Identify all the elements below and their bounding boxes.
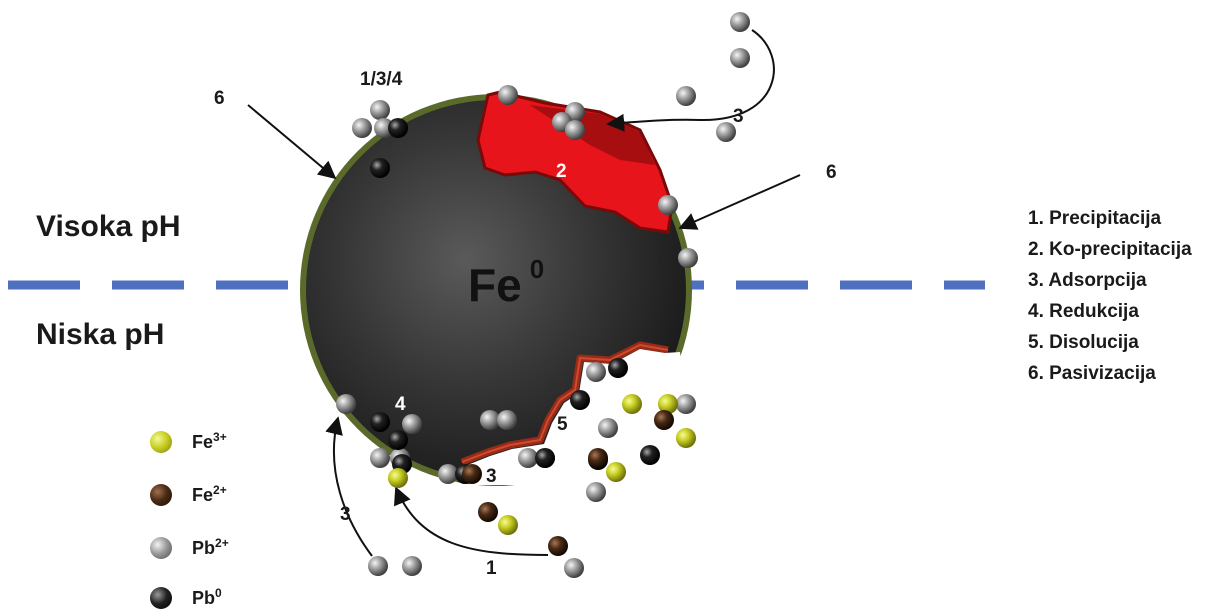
pb2-particle bbox=[658, 195, 678, 215]
process-item: 3. Adsorpcija bbox=[1028, 270, 1147, 291]
pb2-particle bbox=[564, 558, 584, 578]
label-6-top-left: 6 bbox=[214, 88, 225, 109]
pb2-particle bbox=[438, 464, 458, 484]
pb2-particle bbox=[480, 410, 500, 430]
pb2-particle bbox=[598, 418, 618, 438]
pb2-ion-icon bbox=[150, 536, 172, 559]
legend-label-fe2: Fe2+ bbox=[192, 483, 227, 505]
pb0-particle bbox=[388, 430, 408, 450]
fe3-particle bbox=[606, 462, 626, 482]
pb2-particle bbox=[586, 482, 606, 502]
process-item: 1. Precipitacija bbox=[1028, 208, 1162, 229]
label-1-bottom: 1 bbox=[486, 558, 497, 579]
label-3-bottom-a: 3 bbox=[486, 466, 497, 487]
dissolution-trail-inner bbox=[461, 344, 669, 463]
zone-label-low-ph: Niska pH bbox=[36, 318, 165, 351]
pb0-atom-icon bbox=[150, 586, 172, 609]
process-item: 2. Ko-precipitacija bbox=[1028, 239, 1192, 260]
pb2-particle bbox=[497, 410, 517, 430]
label-6-right: 6 bbox=[826, 162, 837, 183]
label-3-bottom-b: 3 bbox=[340, 504, 351, 525]
label-1-3-4: 1/3/4 bbox=[360, 69, 403, 90]
pb0-particle bbox=[570, 390, 590, 410]
pb2-particle bbox=[352, 118, 372, 138]
process-item: 4. Redukcija bbox=[1028, 301, 1139, 322]
fe2-ion-icon bbox=[150, 483, 172, 506]
arrow-3-top-right bbox=[606, 29, 775, 132]
pb2-particle bbox=[565, 120, 585, 140]
legend-label-fe3: Fe3+ bbox=[192, 430, 227, 452]
fe0-label-sup: 0 bbox=[529, 254, 545, 284]
pb2-particle bbox=[678, 248, 698, 268]
arrow-6-right bbox=[678, 174, 801, 230]
arrow-6-top-left bbox=[247, 104, 337, 180]
fe2-particle bbox=[548, 536, 568, 556]
pb2-particle bbox=[730, 48, 750, 68]
pb2-particle bbox=[518, 448, 538, 468]
fe2-particle bbox=[462, 464, 482, 484]
label-4-bottom: 4 bbox=[395, 394, 406, 415]
pb0-particle bbox=[388, 118, 408, 138]
pb2-particle bbox=[336, 394, 356, 414]
pb2-particle bbox=[402, 556, 422, 576]
pb2-particle bbox=[402, 414, 422, 434]
process-item: 6. Pasivizacija bbox=[1028, 363, 1156, 384]
fe2-particle bbox=[588, 448, 608, 468]
arrow-1-bottom bbox=[394, 486, 549, 556]
process-item: 5. Disolucija bbox=[1028, 332, 1139, 353]
pb2-particle bbox=[368, 556, 388, 576]
pb2-particle bbox=[586, 362, 606, 382]
legend-item-fe2: Fe2+ bbox=[150, 483, 227, 506]
fe3-particle bbox=[622, 394, 642, 414]
pb2-particle bbox=[370, 448, 390, 468]
fe3-particle bbox=[676, 428, 696, 448]
pb2-particle bbox=[730, 12, 750, 32]
fe3-particle bbox=[658, 394, 678, 414]
label-2-red: 2 bbox=[556, 161, 567, 182]
pb2-particle bbox=[374, 118, 394, 138]
process-list: 1. Precipitacija 2. Ko-precipitacija 3. … bbox=[1028, 203, 1192, 389]
pb2-particle bbox=[716, 122, 736, 142]
pb0-particle bbox=[608, 358, 628, 378]
fe0-label-base: Fe bbox=[468, 259, 522, 311]
legend-item-fe3: Fe3+ bbox=[150, 430, 227, 453]
arrow-3-bottom-left bbox=[325, 416, 373, 557]
fe2-particle bbox=[654, 410, 674, 430]
fe2-particle bbox=[478, 502, 498, 522]
pb2-particle bbox=[676, 394, 696, 414]
pb2-particle bbox=[370, 100, 390, 120]
pb0-particle bbox=[640, 445, 660, 465]
pb2-particle bbox=[676, 86, 696, 106]
label-3-top-right: 3 bbox=[733, 106, 744, 127]
legend-label-pb0: Pb0 bbox=[192, 586, 222, 608]
label-5-bottom: 5 bbox=[557, 414, 568, 435]
legend-label-pb2: Pb2+ bbox=[192, 536, 229, 558]
legend-item-pb0: Pb0 bbox=[150, 586, 222, 609]
fe3-particle bbox=[388, 468, 408, 488]
dissolved-region bbox=[460, 349, 690, 485]
zone-label-high-ph: Visoka pH bbox=[36, 210, 181, 243]
pb0-particle bbox=[535, 448, 555, 468]
legend-item-pb2: Pb2+ bbox=[150, 536, 229, 559]
fe3-particle bbox=[498, 515, 518, 535]
ion-particles bbox=[336, 12, 750, 578]
pb0-particle bbox=[370, 412, 390, 432]
pb2-particle bbox=[498, 85, 518, 105]
fe3-ion-icon bbox=[150, 430, 172, 453]
pb0-particle bbox=[370, 158, 390, 178]
